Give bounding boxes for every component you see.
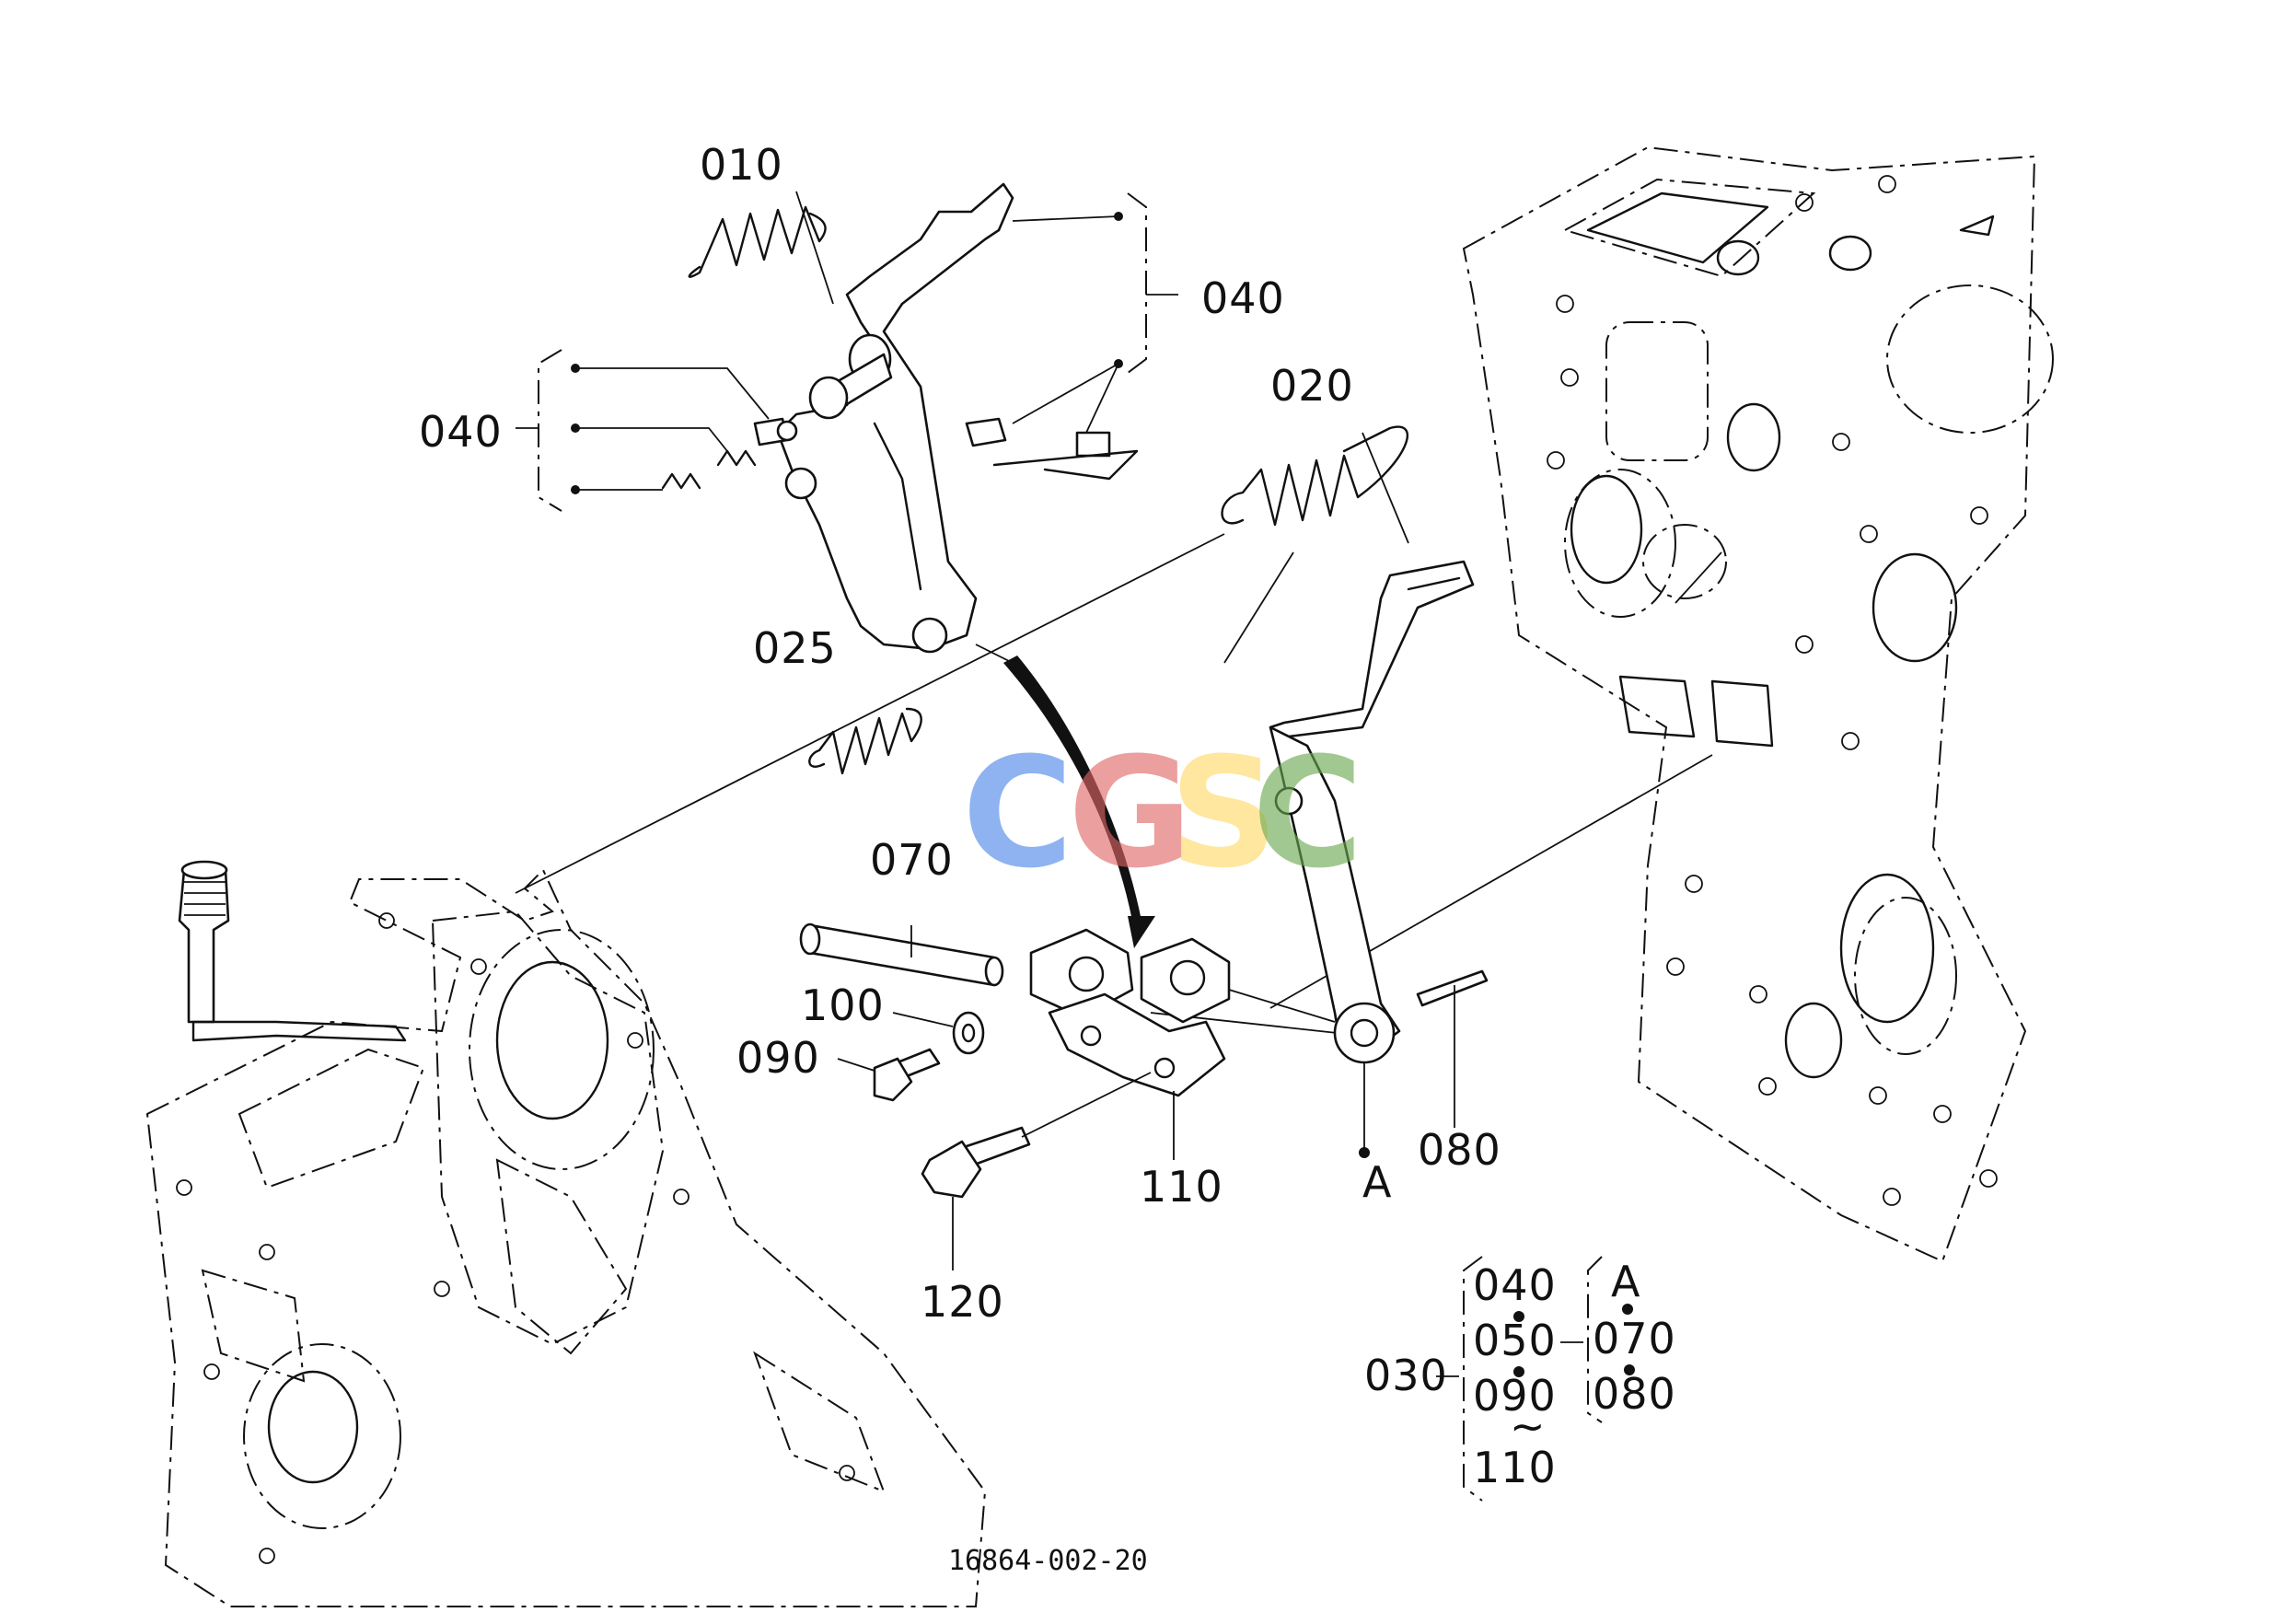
label-040-top: 040 xyxy=(1201,273,1285,323)
label-ref-a: A xyxy=(1362,1157,1392,1207)
assembly-legend: 030 040 050 090 ~ 110 A 070 080 xyxy=(1364,1256,1676,1502)
label-100: 100 xyxy=(801,980,885,1030)
legend-left-item: 040 xyxy=(1473,1260,1557,1310)
legend-left-item: 050 xyxy=(1473,1316,1557,1365)
watermark-letter: C xyxy=(962,725,1073,901)
shift-lever xyxy=(1269,560,1489,1158)
bracket-110 xyxy=(1029,928,1336,1160)
engine-block xyxy=(1462,145,2054,1263)
hardware-090-100-120 xyxy=(837,1011,1152,1270)
label-025: 025 xyxy=(753,623,837,673)
label-110: 110 xyxy=(1140,1162,1223,1212)
drawing-number: 16864-002-20 xyxy=(948,1545,1148,1577)
watermark-letter: C xyxy=(1252,725,1363,901)
watermark-logo: C G S C xyxy=(962,725,1363,901)
assembly-arrow xyxy=(1003,655,1155,948)
legend-left-item: 110 xyxy=(1473,1443,1557,1492)
legend-range-mark: ~ xyxy=(1510,1401,1547,1451)
shaft-070 xyxy=(799,922,1004,987)
label-070: 070 xyxy=(870,835,954,885)
spring-025 xyxy=(808,707,922,775)
legend-assembly: 030 xyxy=(1364,1351,1448,1400)
legend-right-item: 070 xyxy=(1593,1314,1676,1363)
legend-left-item: 090 xyxy=(1473,1371,1557,1421)
shift-fork-assembly xyxy=(516,182,1178,654)
callout-labels: 010 020 025 040 040 070 080 090 100 110 … xyxy=(419,140,1501,1327)
watermark-letter: G xyxy=(1068,725,1192,901)
transmission-case xyxy=(145,860,987,1607)
label-010: 010 xyxy=(700,140,783,190)
watermark-letter: S xyxy=(1169,725,1279,901)
spring-010 xyxy=(688,191,834,305)
label-080: 080 xyxy=(1418,1125,1501,1175)
label-090: 090 xyxy=(736,1033,820,1083)
label-120: 120 xyxy=(921,1277,1004,1327)
legend-right-ref: A xyxy=(1611,1257,1640,1306)
label-040-left: 040 xyxy=(419,407,503,457)
spring-020 xyxy=(1221,425,1409,544)
legend-right-item: 080 xyxy=(1593,1369,1676,1419)
label-020: 020 xyxy=(1270,361,1354,411)
